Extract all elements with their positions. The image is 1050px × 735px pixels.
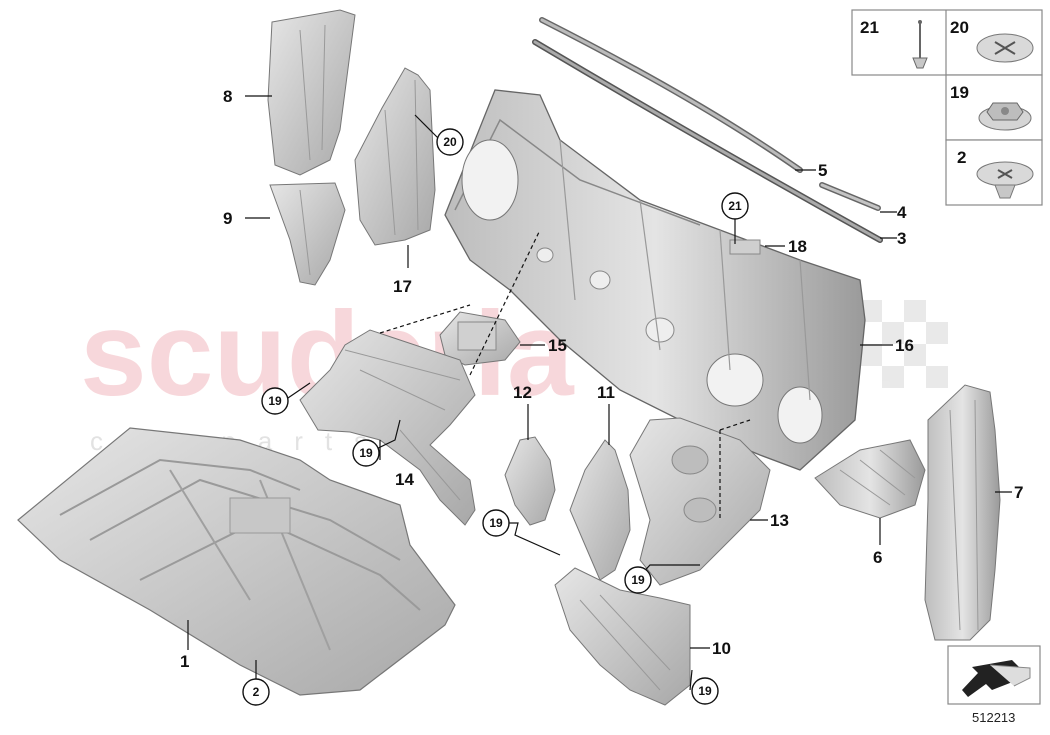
part-3-seal-strip-lower (532, 39, 883, 243)
part-15-bracket (439, 311, 521, 366)
callout-6: 6 (873, 548, 882, 567)
callout-16: 16 (895, 336, 914, 355)
callout-11: 11 (597, 383, 615, 402)
legend-21-label: 21 (860, 18, 879, 37)
part-17-insulation (354, 67, 436, 246)
push-clip-icon (976, 161, 1034, 199)
part-13-insulation (629, 417, 771, 586)
fastener-legend: 21 20 19 2 (851, 9, 1043, 206)
nut-icon (978, 102, 1032, 131)
clip-icon (976, 33, 1034, 63)
callout-14: 14 (395, 470, 414, 489)
svg-text:19: 19 (698, 684, 712, 698)
circled-20: 20 (436, 128, 464, 156)
circled-21: 21 (721, 192, 749, 220)
callout-12: 12 (513, 383, 532, 402)
leader-lines (187, 95, 1012, 691)
part-9-insulation (269, 182, 346, 286)
callout-18: 18 (788, 237, 807, 256)
part-10-insulation (554, 567, 691, 706)
svg-text:2: 2 (253, 685, 260, 699)
callouts: 1 3 4 5 6 7 8 9 10 11 12 13 14 15 16 17 … (180, 87, 1023, 671)
circled-callouts: 19 19 19 19 19 20 21 2 (242, 128, 749, 706)
legend-2-label: 2 (957, 148, 966, 167)
part-6-heat-shield (814, 439, 926, 519)
callout-7: 7 (1014, 483, 1023, 502)
svg-text:20: 20 (443, 135, 457, 149)
circled-2: 2 (242, 678, 270, 706)
svg-text:21: 21 (728, 199, 742, 213)
callout-1: 1 (180, 652, 189, 671)
legend-20-label: 20 (950, 18, 969, 37)
legend-19-label: 19 (950, 83, 969, 102)
part-7-heat-shield (924, 384, 1001, 641)
svg-text:19: 19 (268, 394, 282, 408)
callout-5: 5 (818, 161, 827, 180)
rivet-icon (912, 20, 928, 69)
svg-text:19: 19 (631, 573, 645, 587)
circled-19-b: 19 (352, 439, 380, 467)
callout-8: 8 (223, 87, 232, 106)
part-16-bulkhead (444, 89, 866, 471)
callout-3: 3 (897, 229, 906, 248)
callout-15: 15 (548, 336, 567, 355)
callout-9: 9 (223, 209, 232, 228)
svg-text:19: 19 (489, 516, 503, 530)
callout-10: 10 (712, 639, 731, 658)
part-1-underbody-panel (17, 427, 456, 696)
callout-17: 17 (393, 277, 412, 296)
circled-19-e: 19 (691, 677, 719, 705)
circled-19-a: 19 (261, 387, 289, 415)
svg-text:19: 19 (359, 446, 373, 460)
part-5-seal-strip-upper (539, 17, 803, 173)
part-14-insulation (299, 329, 476, 526)
part-11-insulation (569, 439, 631, 581)
checker-flag-watermark (860, 300, 948, 388)
part-12-insulation (504, 436, 556, 526)
callout-13: 13 (770, 511, 789, 530)
diagram-number: 512213 (972, 710, 1015, 725)
part-4-seal-short (819, 182, 881, 211)
part-8-insulation (267, 9, 356, 176)
callout-4: 4 (897, 203, 907, 222)
circled-19-d: 19 (624, 566, 652, 594)
circled-19-c: 19 (482, 509, 510, 537)
orientation-arrow-box (947, 645, 1041, 705)
